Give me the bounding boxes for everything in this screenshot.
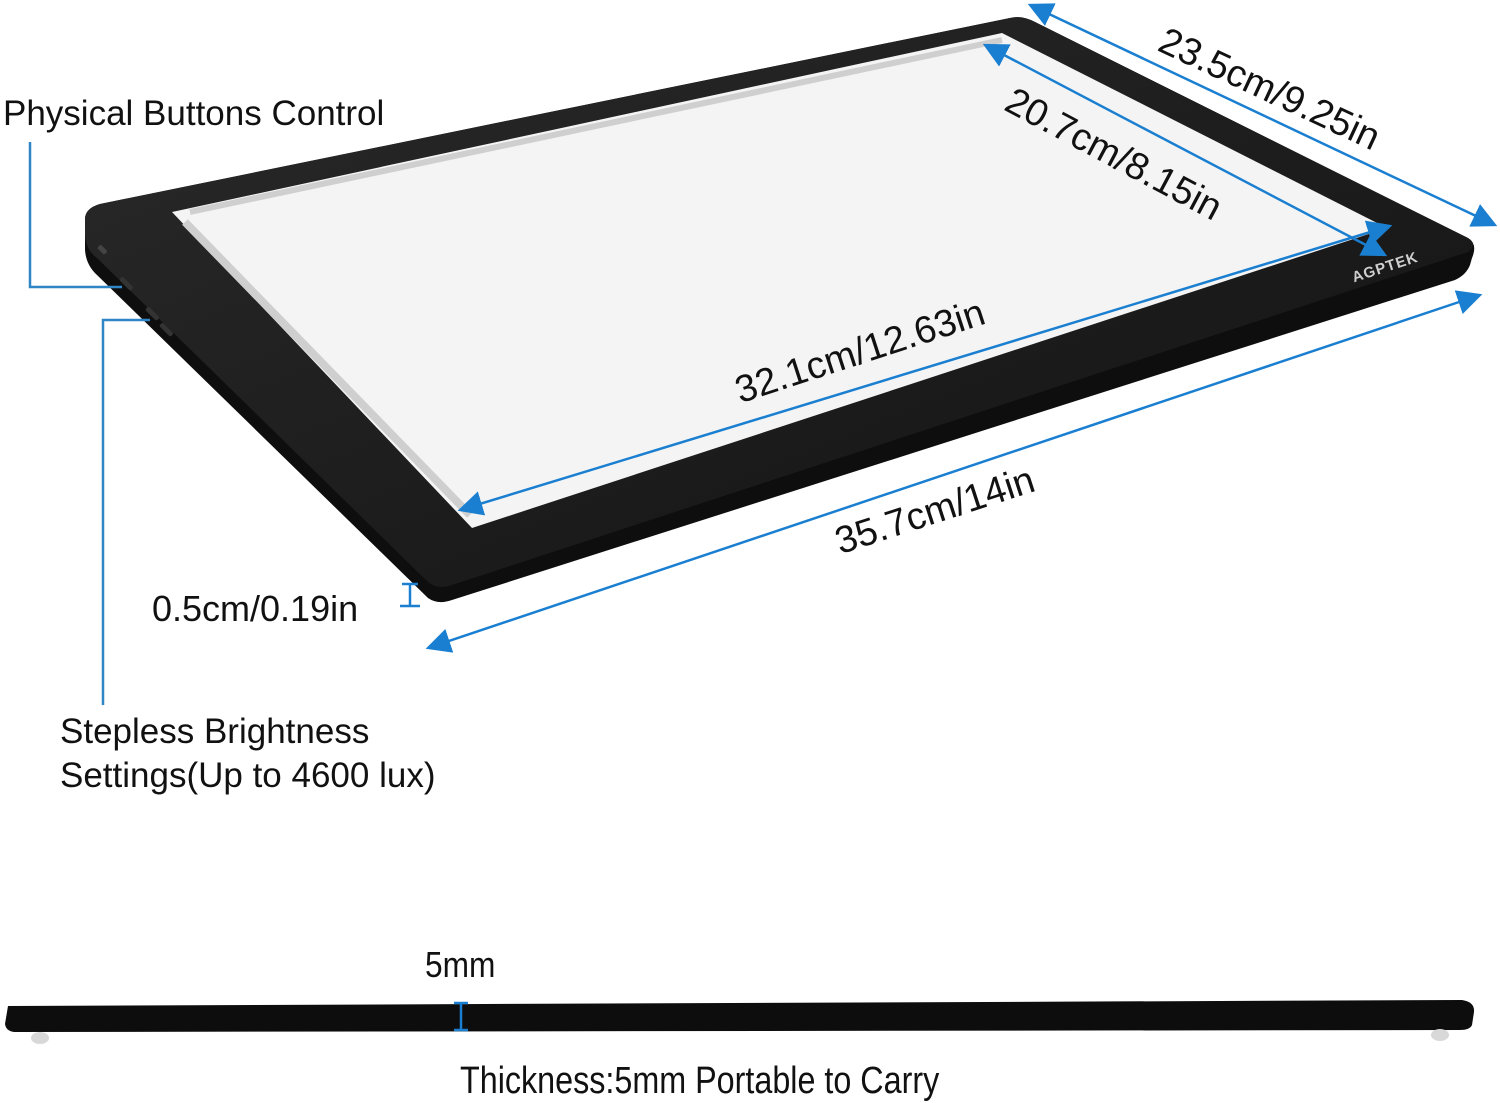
- edge-thickness-label: 0.5cm/0.19in: [152, 588, 359, 629]
- brightness-callout-line: [101, 318, 150, 705]
- thickness-value-label: 5mm: [425, 944, 496, 985]
- side-profile: [5, 1000, 1475, 1044]
- side-buttons: [97, 245, 173, 337]
- buttons-callout-line: [28, 142, 122, 289]
- brightness-label-line1: Stepless Brightness: [60, 712, 370, 751]
- inner-width-arrow: [982, 43, 1388, 257]
- thickness-caption: Thickness:5mm Portable to Carry: [460, 1060, 940, 1102]
- outer-length-arrow: [425, 290, 1483, 653]
- physical-buttons-label: Physical Buttons Control: [3, 94, 385, 133]
- edge-thickness-marker: [400, 582, 420, 608]
- brightness-label-line2: Settings(Up to 4600 lux): [60, 756, 436, 795]
